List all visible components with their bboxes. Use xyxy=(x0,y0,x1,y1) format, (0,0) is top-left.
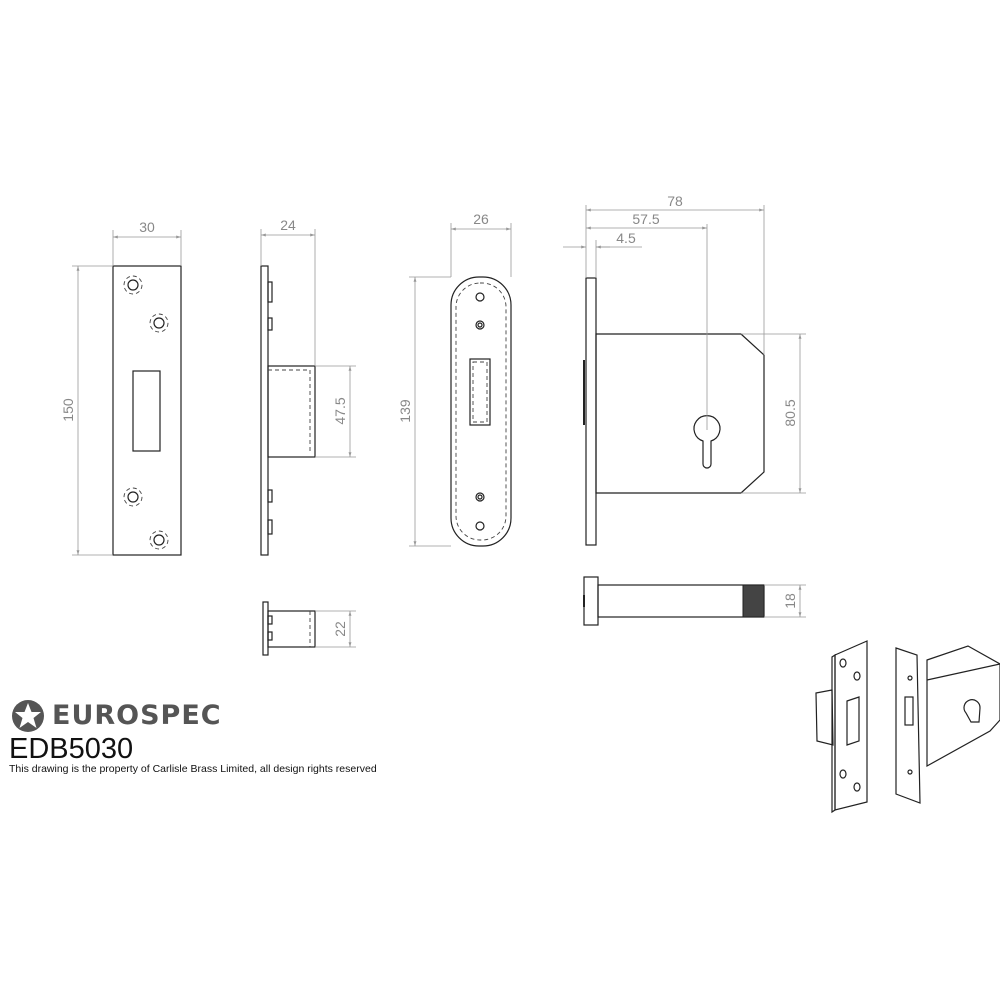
strike-plate-front-view: 30 150 xyxy=(60,219,182,556)
ownership-note: This drawing is the property of Carlisle… xyxy=(9,763,377,775)
strike-box-small-view: 22 xyxy=(262,601,356,656)
dimension-box-depth: 24 xyxy=(280,217,296,233)
dimension-forend-width: 26 xyxy=(473,211,489,227)
screw-holes xyxy=(123,275,169,550)
dimension-forend-height: 139 xyxy=(397,399,413,423)
isometric-illustration xyxy=(815,640,1000,814)
dimension-forend-thickness: 4.5 xyxy=(616,230,636,246)
dimension-case-height: 80.5 xyxy=(782,399,798,426)
dimension-backset: 57.5 xyxy=(632,211,659,227)
dimension-strike-width: 30 xyxy=(139,219,155,235)
dimension-strike-height: 150 xyxy=(60,398,76,422)
strike-plate-side-view: 24 47.5 xyxy=(260,217,356,556)
brand-name: EUROSPEC xyxy=(52,700,222,731)
dimension-box-height: 47.5 xyxy=(332,397,348,424)
dimension-case-depth: 78 xyxy=(667,193,683,209)
eurospec-logo-icon xyxy=(12,700,44,732)
product-code: EDB5030 xyxy=(9,733,134,765)
euro-cylinder-keyhole xyxy=(693,415,721,469)
bolt-top-view: 18 xyxy=(583,576,806,626)
forend-front-view: 26 139 xyxy=(397,211,512,547)
dimension-box-small-height: 22 xyxy=(332,621,348,637)
lock-case-side-view: 78 57.5 4.5 80.5 xyxy=(563,193,806,546)
dimension-bolt-height: 18 xyxy=(782,593,798,609)
